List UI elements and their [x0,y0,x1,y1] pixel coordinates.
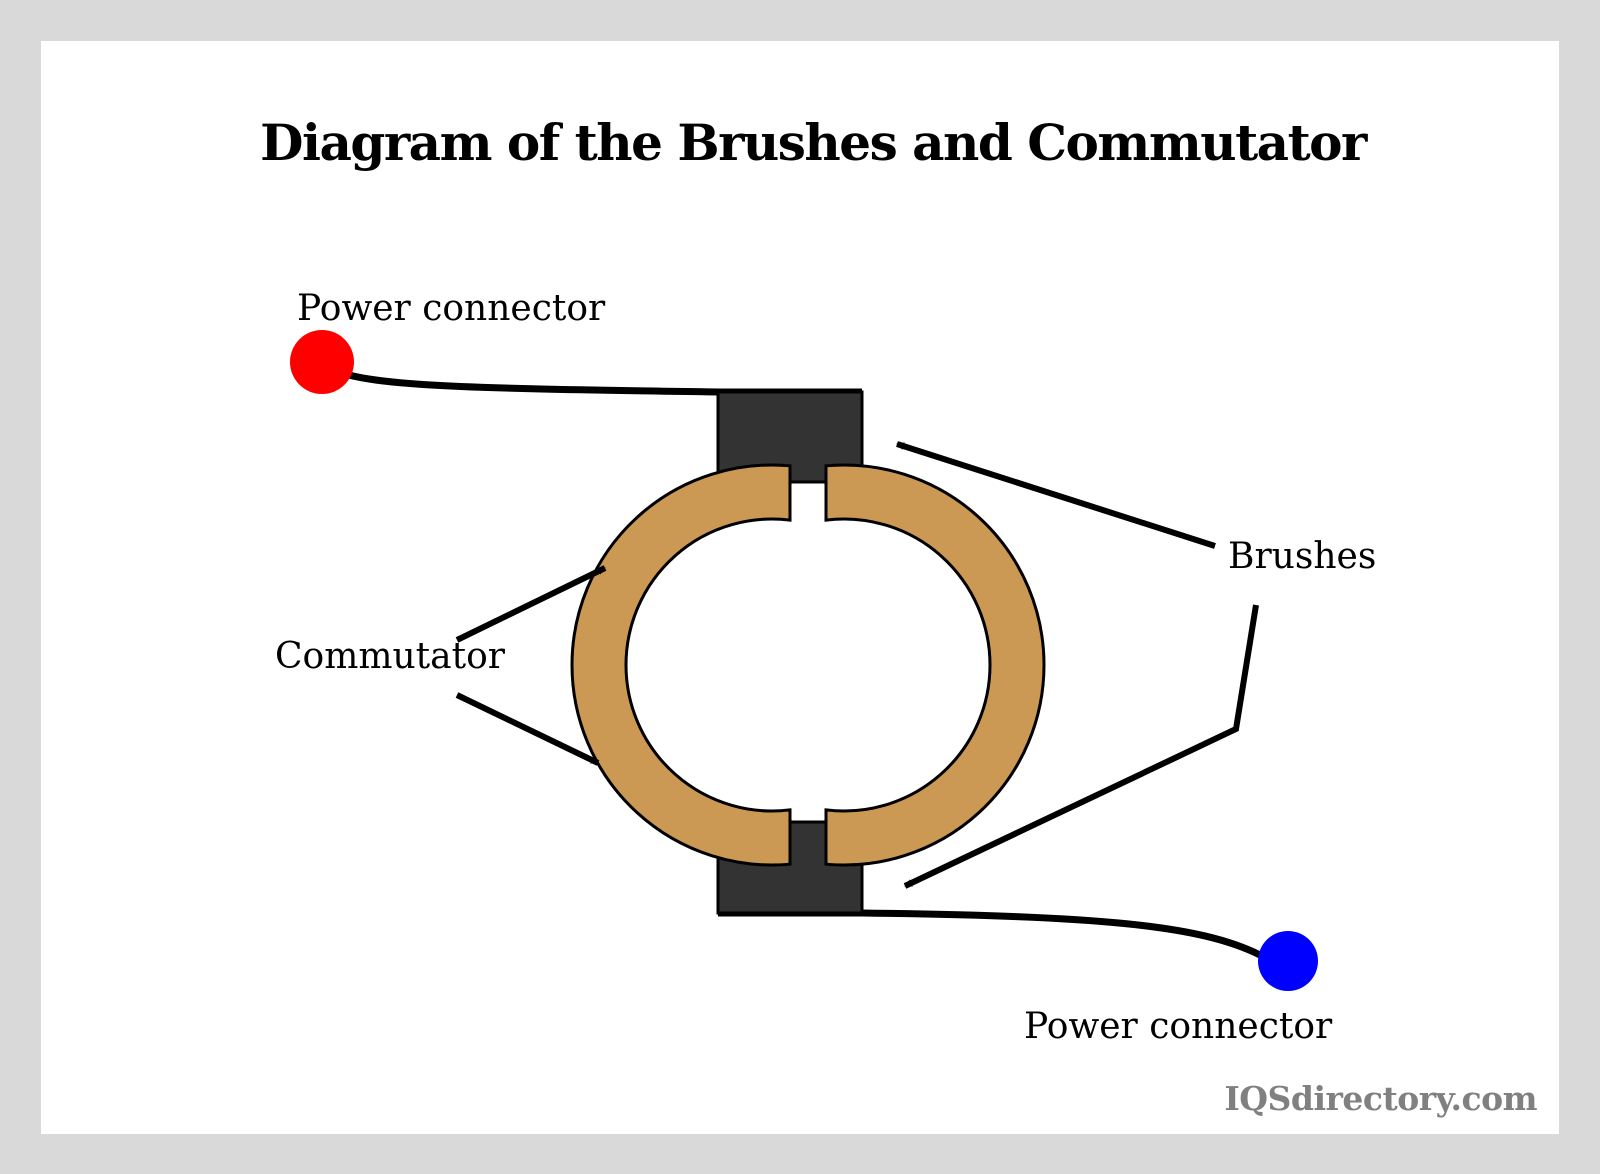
arrow-commutator-upper [455,565,607,643]
arrow-commutator-lower [455,692,600,766]
commutator-segment-right [824,463,1046,867]
wire-top [320,361,862,396]
label-brushes: Brushes [1228,536,1376,577]
commutator-segment-left [570,463,792,867]
arrow-brushes-top [896,441,1216,549]
arrow-brushes-bottom [903,604,1259,889]
diagram-title: Diagram of the Brushes and Commutator [260,113,1368,172]
power-connector-blue-icon [1258,931,1318,991]
wire-bottom [718,909,1262,959]
label-commutator: Commutator [275,636,506,677]
commutator [570,463,1046,867]
power-connector-red-icon [290,330,354,394]
watermark-logo: IQSdirectory.com [1224,1079,1537,1118]
label-power-connector-bottom: Power connector [1024,1006,1333,1047]
label-power-connector-top: Power connector [297,288,606,329]
